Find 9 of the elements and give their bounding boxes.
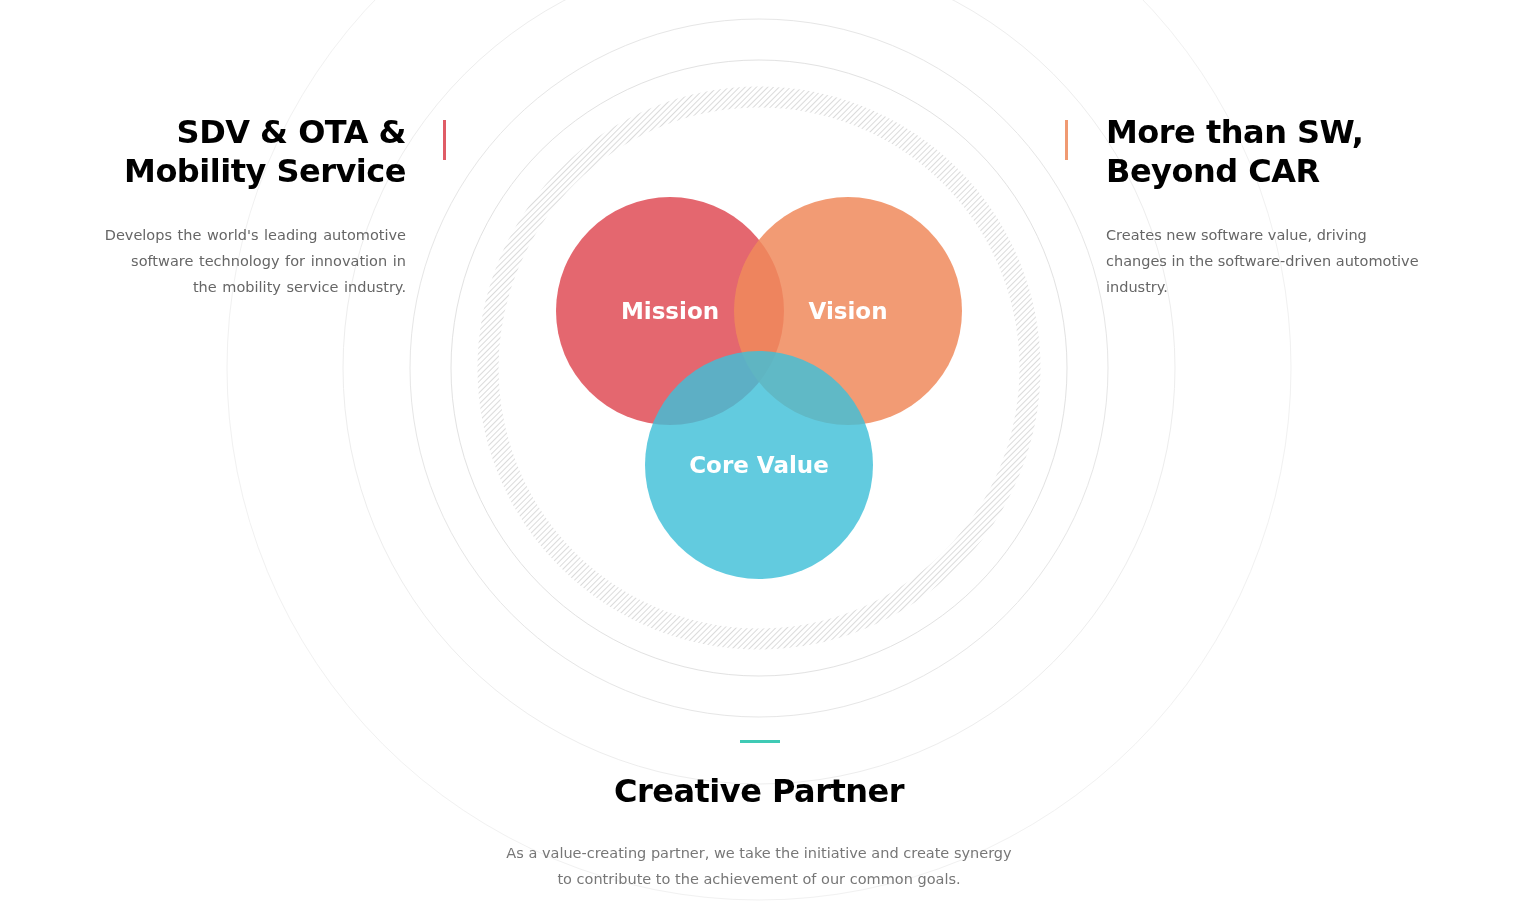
circle-label: Core Value [689, 452, 829, 478]
circle-label: Mission [620, 298, 720, 324]
description-text: Develops the world's leading automotive software technology for innovation in the mobility service industry. [103, 226, 406, 297]
description-text: As a value-creating partner, we take the initiative and create synergy to contribute to the achievement of our common goals. [505, 844, 1013, 889]
section-heading: Creative Partner [612, 772, 906, 811]
description-text: Creates new software value, driving changes in the software-driven automotive industry. [1106, 226, 1420, 297]
section-heading: SDV & OTA & Mobility Service [123, 113, 406, 191]
section-heading: More than SW, Beyond CAR [1106, 113, 1365, 191]
circle-label: Vision [808, 298, 888, 324]
